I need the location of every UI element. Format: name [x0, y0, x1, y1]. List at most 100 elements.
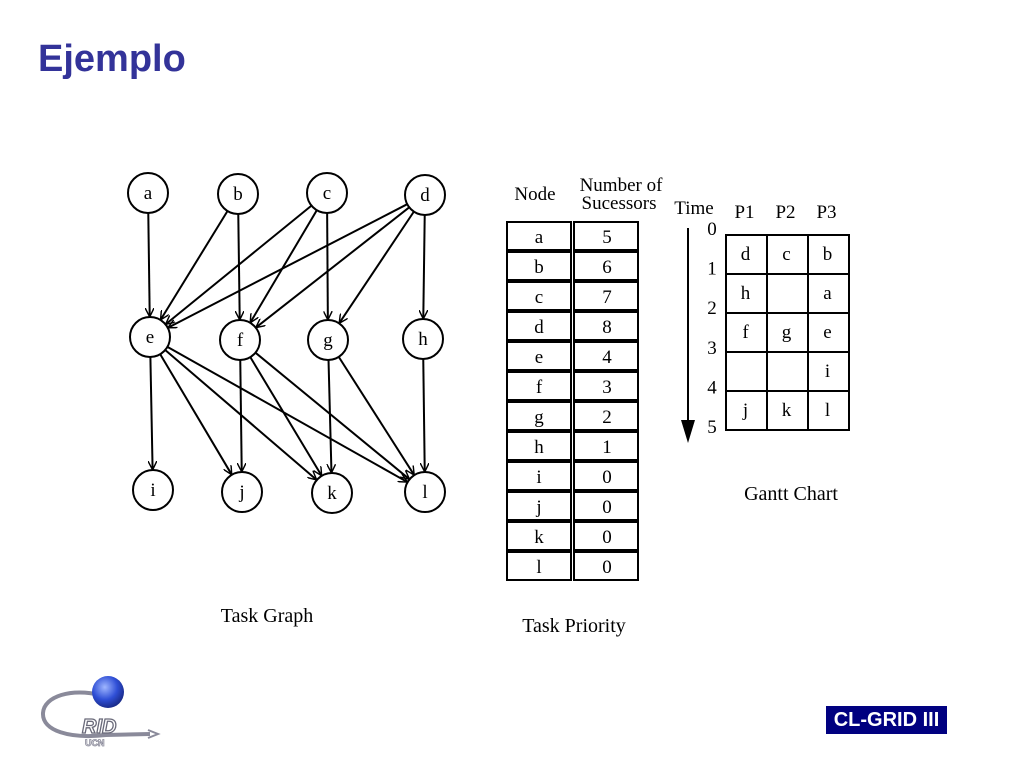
priority-successors-value: 6 [602, 257, 612, 278]
graph-node-b: b [217, 173, 259, 215]
graph-edge-e-j [159, 353, 231, 474]
graph-node-label: g [323, 330, 333, 351]
graph-node-circle [404, 471, 446, 513]
priority-successors-cell [573, 251, 639, 281]
gantt-task-label: g [782, 322, 792, 343]
gantt-time-tick: 4 [707, 377, 717, 398]
graph-edge-d-e [169, 203, 408, 327]
graph-edge-g-k [329, 359, 332, 472]
graph-edge-d-h [423, 214, 424, 318]
graph-node-i: i [132, 469, 174, 511]
graph-node-circle [221, 471, 263, 513]
gantt-task-label: j [742, 400, 748, 421]
graph-edge-b-f [238, 213, 239, 319]
graph-node-l: l [404, 471, 446, 513]
priority-node-label: g [534, 407, 544, 428]
gantt-task-label: c [782, 244, 790, 265]
gantt-task-label: i [825, 361, 830, 382]
priority-successors-value: 4 [602, 347, 612, 368]
gantt-processor-header: P1 [734, 202, 754, 223]
graph-node-a: a [127, 172, 169, 214]
graph-edge-d-g [340, 211, 415, 323]
priority-successors-cell [573, 341, 639, 371]
gantt-processor-headers: P1 P2 P3 [734, 202, 836, 223]
priority-node-label: l [536, 557, 541, 578]
priority-node-label: f [536, 377, 543, 398]
priority-successors-cell [573, 281, 639, 311]
graph-node-label: j [238, 482, 244, 503]
priority-node-label: a [535, 227, 544, 248]
priority-node-cell [506, 221, 572, 251]
priority-successors-cell [573, 401, 639, 431]
priority-successors-cell [573, 461, 639, 491]
gantt-cell [725, 351, 768, 392]
gantt-time-tick: 0 [707, 219, 717, 240]
graph-edge-d-f [257, 206, 410, 327]
logo-text: RID [82, 716, 116, 738]
graph-edge-f-l [254, 351, 408, 479]
gantt-time-tick: 5 [707, 417, 717, 438]
gantt-task-label: a [823, 283, 832, 304]
gantt-task-label: l [825, 400, 830, 421]
graph-node-label: k [327, 483, 337, 504]
graph-node-circle [127, 172, 169, 214]
priority-successors-cell [573, 221, 639, 251]
graph-edge-h-l [423, 358, 424, 471]
gantt-cell [766, 351, 809, 392]
priority-node-label: d [534, 317, 544, 338]
graph-node-circle [306, 172, 348, 214]
gantt-task-label: d [741, 244, 751, 265]
graph-edge-c-f [251, 209, 318, 322]
graph-node-circle [311, 472, 353, 514]
graph-node-g: g [307, 319, 349, 361]
graph-edge-g-l [337, 356, 414, 474]
gantt-time-label: Time [674, 198, 713, 219]
priority-node-label: h [534, 437, 544, 458]
priority-node-cell [506, 341, 572, 371]
graph-node-c: c [306, 172, 348, 214]
graph-node-circle [129, 316, 171, 358]
gantt-task-label: f [742, 322, 749, 343]
graph-edges [148, 203, 424, 482]
priority-successors-value: 8 [602, 317, 612, 338]
logo-swoosh-arrow [147, 729, 161, 739]
priority-successors-value: 0 [602, 557, 612, 578]
gantt-processor-header: P3 [816, 202, 836, 223]
priority-node-cell [506, 521, 572, 551]
priority-successors-value: 1 [602, 437, 612, 458]
graph-node-circle [404, 174, 446, 216]
priority-node-header: Node [514, 184, 555, 205]
priority-successors-cell [573, 521, 639, 551]
priority-successors-cell [573, 371, 639, 401]
graph-edge-c-e [166, 204, 313, 324]
priority-node-cell [506, 281, 572, 311]
priority-successors-cell [573, 491, 639, 521]
priority-successors-header-line2: Sucessors [582, 193, 657, 214]
graph-node-circle [217, 173, 259, 215]
gantt-time-tick: 1 [707, 259, 717, 280]
priority-node-label: e [535, 347, 543, 368]
graph-node-label: a [144, 183, 153, 204]
slide-badge: CL-GRID III [826, 706, 947, 734]
priority-successors-value: 0 [602, 497, 612, 518]
graph-node-circle [132, 469, 174, 511]
logo-globe-icon [92, 676, 124, 708]
graph-edge-e-l [166, 345, 406, 482]
gantt-processor-header: P2 [775, 202, 795, 223]
gantt-time-tick: 2 [707, 298, 717, 319]
task-graph-caption: Task Graph [221, 605, 313, 627]
priority-successors-value: 3 [602, 377, 612, 398]
priority-node-label: j [535, 497, 541, 518]
